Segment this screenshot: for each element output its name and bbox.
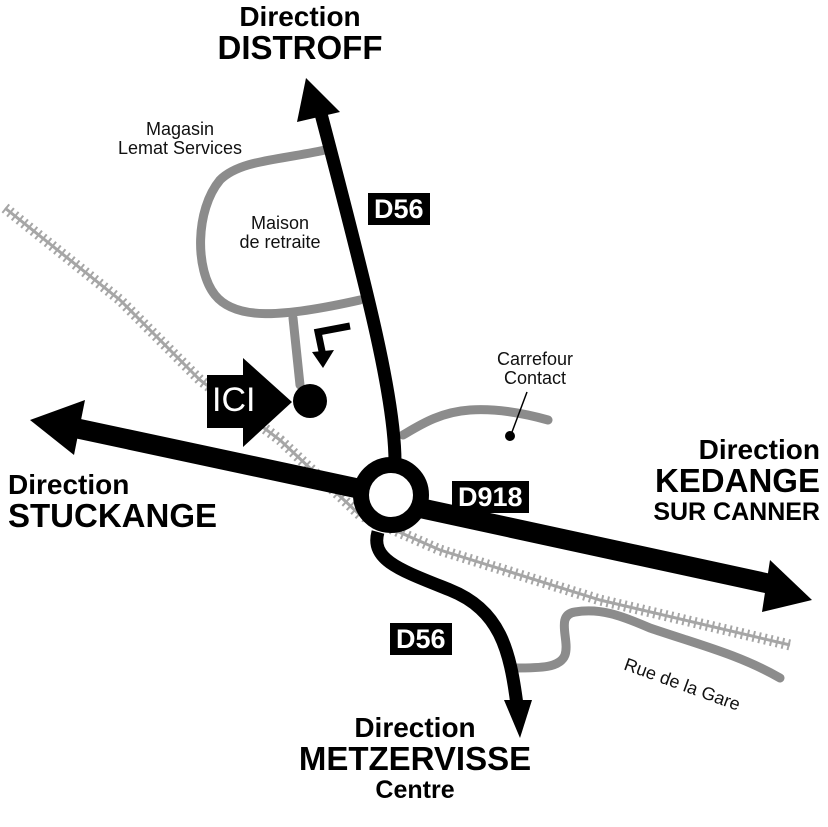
- road-d56-south: [370, 530, 524, 706]
- carrefour-dot-icon: [505, 431, 515, 441]
- ici-arrow-icon: [207, 358, 292, 447]
- road-west: [72, 418, 368, 500]
- location-dot-icon: [293, 384, 327, 418]
- arrow-west-icon: [30, 400, 85, 455]
- access-road: [288, 313, 305, 390]
- carrefour-road: [398, 405, 553, 440]
- arrow-east-icon: [762, 560, 812, 612]
- direction-north: Direction DISTROFF: [217, 1, 383, 67]
- label-maison-retraite: Maison de retraite: [239, 213, 321, 252]
- road-label-d918: D918: [452, 481, 529, 513]
- rue-de-la-gare-road: [510, 606, 785, 683]
- direction-east: Direction KEDANGE SUR CANNER: [653, 434, 820, 527]
- direction-south: Direction METZERVISSE Centre: [298, 712, 532, 805]
- road-label-d56-south: D56: [390, 623, 452, 655]
- roundabout: [353, 457, 429, 533]
- arrow-south-icon: [504, 700, 532, 738]
- turn-arrow-icon: [313, 322, 351, 357]
- label-magasin: Magasin Lemat Services: [117, 119, 243, 158]
- road-label-d56-north: D56: [368, 193, 430, 225]
- arrow-north-icon: [297, 78, 340, 122]
- road-d918-east: [417, 498, 778, 595]
- minor-roads: [196, 145, 785, 683]
- label-carrefour: Carrefour Contact: [496, 349, 574, 388]
- road-d56-north: [313, 108, 402, 463]
- direction-west: Direction STUCKANGE: [8, 469, 218, 535]
- ici-label: ICI: [212, 381, 256, 419]
- magasin-loop-road: [196, 145, 365, 319]
